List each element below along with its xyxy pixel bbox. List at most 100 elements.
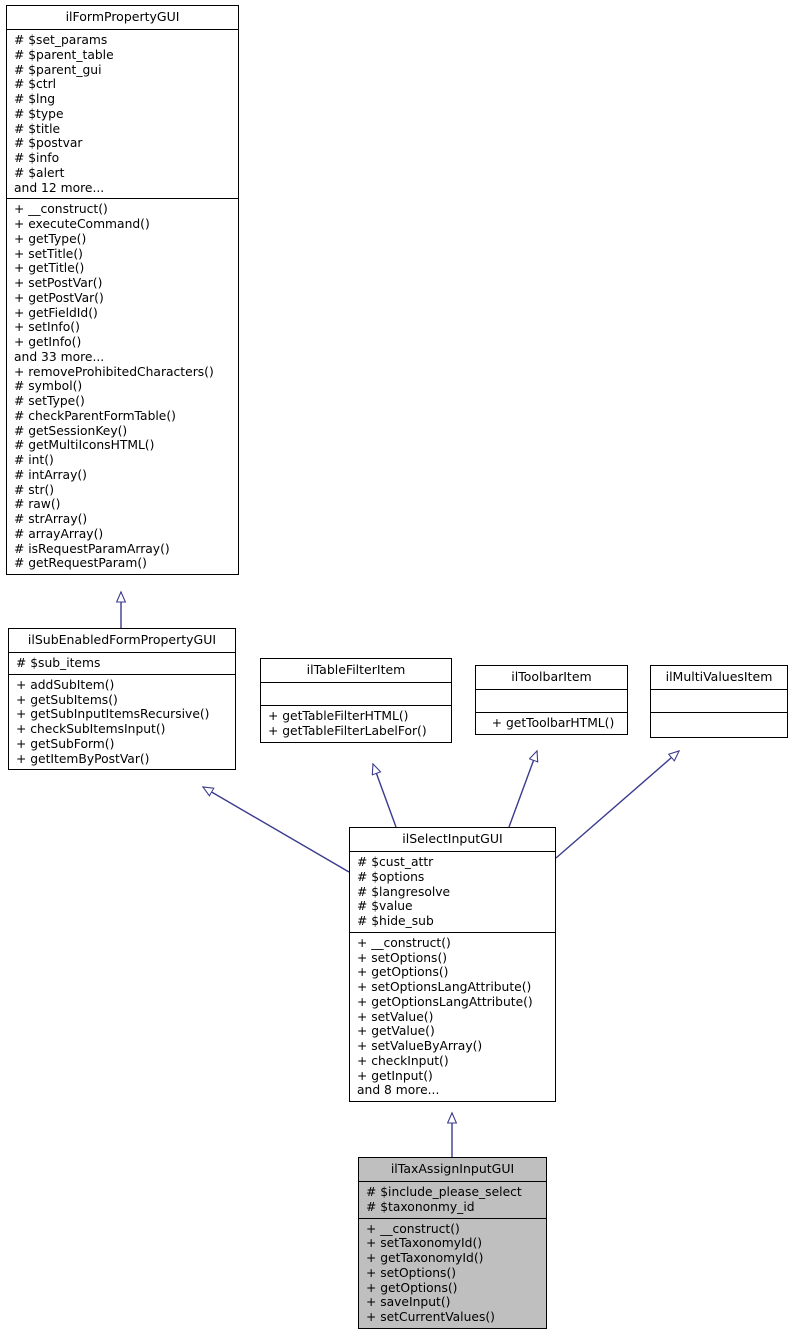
attribute-row: # $parent_table: [14, 47, 114, 62]
class-title: ilMultiValuesItem: [651, 666, 787, 690]
class-attributes-empty: [476, 690, 627, 713]
method-row: + getOptions(): [366, 1280, 458, 1295]
class-box-ilSubEnabledFormPropertyGUI[interactable]: ilSubEnabledFormPropertyGUI # $sub_items…: [8, 628, 236, 771]
class-attributes-empty: [651, 690, 787, 713]
class-box-ilTaxAssignInputGUI[interactable]: ilTaxAssignInputGUI # $include_please_se…: [358, 1157, 547, 1329]
method-row: + getTableFilterLabelFor(): [268, 723, 427, 738]
method-row: # getMultiIconsHTML(): [14, 438, 155, 453]
relation-select-to-subenabled: [203, 787, 350, 873]
method-row: + setTaxonomyId(): [366, 1236, 483, 1251]
class-methods: + __construct() + setTaxonomyId() + getT…: [359, 1219, 546, 1328]
class-title: ilFormPropertyGUI: [7, 6, 238, 30]
method-row: # checkParentFormTable(): [14, 408, 176, 423]
relation-select-to-multivaluesitem: [555, 751, 679, 859]
attribute-row: # $cust_attr: [357, 855, 434, 869]
method-row: # getRequestParam(): [14, 556, 147, 571]
method-row: + getType(): [14, 231, 87, 246]
method-row: + getSubItems(): [16, 692, 118, 707]
class-methods: + __construct() + setOptions() + getOpti…: [350, 933, 555, 1101]
class-methods: + getToolbarHTML(): [476, 713, 627, 734]
class-attributes: # $sub_items: [9, 653, 235, 675]
class-box-ilFormPropertyGUI[interactable]: ilFormPropertyGUI # $set_params # $paren…: [6, 5, 239, 575]
class-title: ilTableFilterItem: [261, 659, 451, 683]
method-row: + getOptionsLangAttribute(): [357, 994, 533, 1009]
attribute-row: # $sub_items: [16, 656, 101, 670]
attribute-row: # $title: [14, 121, 61, 136]
method-row: # isRequestParamArray(): [14, 541, 170, 556]
relation-select-to-tablefilteritem: [373, 764, 397, 828]
attribute-row: # $type: [14, 106, 64, 121]
method-row: + getPostVar(): [14, 290, 104, 305]
class-methods: + __construct() + executeCommand() + get…: [7, 199, 238, 574]
attribute-row: # $info: [14, 151, 60, 165]
method-row: + setOptions(): [366, 1265, 457, 1280]
method-row: # intArray(): [14, 467, 87, 482]
attribute-row: # $parent_gui: [14, 62, 102, 77]
class-attributes: # $cust_attr # $options # $langresolve #…: [350, 852, 555, 933]
method-row: + checkSubItemsInput(): [16, 722, 166, 736]
attribute-row: # $ctrl: [14, 77, 57, 92]
class-title: ilToolbarItem: [476, 666, 627, 690]
method-row: # str(): [14, 482, 55, 497]
method-row: + getValue(): [357, 1024, 435, 1039]
method-row: + setValue(): [357, 1009, 434, 1024]
method-more: and 33 more...: [14, 349, 105, 364]
method-row: + getInput(): [357, 1068, 433, 1083]
method-row: + saveInput(): [366, 1295, 451, 1310]
method-row: + getItemByPostVar(): [16, 751, 150, 766]
class-attributes: # $include_please_select # $taxononmy_id: [359, 1182, 546, 1219]
method-row: + setOptionsLangAttribute(): [357, 980, 532, 994]
method-row: + getToolbarHTML(): [491, 716, 615, 730]
method-row: + executeCommand(): [14, 217, 150, 231]
class-title: ilSubEnabledFormPropertyGUI: [9, 629, 235, 653]
method-row: + checkInput(): [357, 1053, 449, 1068]
class-box-ilMultiValuesItem[interactable]: ilMultiValuesItem: [650, 665, 788, 738]
method-row: + getTableFilterHTML(): [268, 709, 409, 723]
method-row: # symbol(): [14, 379, 83, 394]
attribute-row: # $value: [357, 899, 413, 914]
method-row: # int(): [14, 453, 54, 467]
method-row: + getInfo(): [14, 335, 82, 349]
attribute-row: # $include_please_select: [366, 1185, 522, 1199]
method-row: # strArray(): [14, 512, 88, 526]
attribute-row: # $options: [357, 869, 425, 884]
relation-select-to-toolbaritem: [508, 751, 537, 828]
attribute-row: # $langresolve: [357, 884, 451, 899]
method-row: + getTaxonomyId(): [366, 1251, 484, 1265]
class-attributes-empty: [261, 683, 451, 706]
class-box-ilToolbarItem[interactable]: ilToolbarItem + getToolbarHTML(): [475, 665, 628, 735]
attribute-more: and 12 more...: [14, 180, 105, 195]
method-row: + setOptions(): [357, 950, 448, 965]
method-row: + setCurrentValues(): [366, 1310, 495, 1324]
method-row: + __construct(): [357, 935, 451, 950]
class-title: ilTaxAssignInputGUI: [359, 1158, 546, 1182]
method-row: + setPostVar(): [14, 276, 103, 290]
method-row: # arrayArray(): [14, 526, 104, 541]
method-row: + setValueByArray(): [357, 1039, 483, 1053]
method-row: + setTitle(): [14, 246, 83, 261]
attribute-row: # $postvar: [14, 136, 83, 151]
method-row: + getFieldId(): [14, 305, 98, 320]
method-row: + getSubForm(): [16, 736, 115, 751]
attribute-row: # $set_params: [14, 33, 108, 47]
class-attributes: # $set_params # $parent_table # $parent_…: [7, 30, 238, 200]
method-row: # raw(): [14, 497, 61, 512]
method-row: + getOptions(): [357, 965, 449, 980]
class-box-ilSelectInputGUI[interactable]: ilSelectInputGUI # $cust_attr # $options…: [349, 827, 556, 1102]
attribute-row: # $hide_sub: [357, 914, 434, 928]
class-methods: + addSubItem() + getSubItems() + getSubI…: [9, 675, 235, 770]
class-box-ilTableFilterItem[interactable]: ilTableFilterItem + getTableFilterHTML()…: [260, 658, 452, 743]
method-row: + __construct(): [366, 1221, 460, 1236]
method-row: + getTitle(): [14, 261, 85, 276]
method-row: + removeProhibitedCharacters(): [14, 364, 214, 379]
method-row: + __construct(): [14, 202, 108, 217]
class-methods-empty: [651, 713, 787, 737]
attribute-row: # $lng: [14, 92, 56, 106]
method-row: + addSubItem(): [16, 677, 115, 692]
method-row: + getSubInputItemsRecursive(): [16, 707, 210, 722]
method-row: # setType(): [14, 394, 85, 408]
method-row: + setInfo(): [14, 320, 80, 335]
method-more: and 8 more...: [357, 1083, 440, 1098]
class-title: ilSelectInputGUI: [350, 828, 555, 852]
